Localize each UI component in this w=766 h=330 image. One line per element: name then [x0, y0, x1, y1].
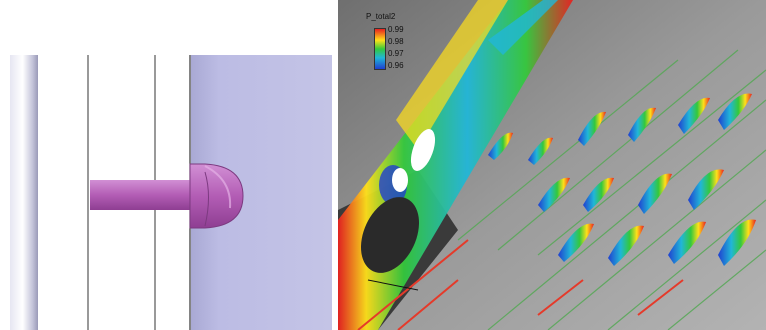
geometry-view: [0, 0, 332, 330]
blade-contours: [488, 93, 756, 266]
legend-tick-2: 0.97: [388, 49, 404, 58]
legend-title: P_total2: [366, 12, 396, 21]
legend-tick-1: 0.98: [388, 37, 404, 46]
streamlines-red: [357, 239, 684, 330]
legend-tick-0: 0.99: [388, 25, 404, 34]
contour-view: P_total2 0.99 0.98 0.97 0.96: [338, 0, 766, 330]
probe-void: [410, 129, 436, 171]
streamlines-green: [457, 49, 766, 330]
colorbar: [374, 28, 386, 70]
probe-stem: [90, 180, 200, 210]
geometry-svg: [10, 55, 332, 330]
legend-tick-3: 0.96: [388, 61, 404, 70]
contour-svg: [338, 0, 766, 330]
rounded-pin-probe-icon: [189, 163, 244, 229]
outer-rod: [10, 55, 38, 330]
